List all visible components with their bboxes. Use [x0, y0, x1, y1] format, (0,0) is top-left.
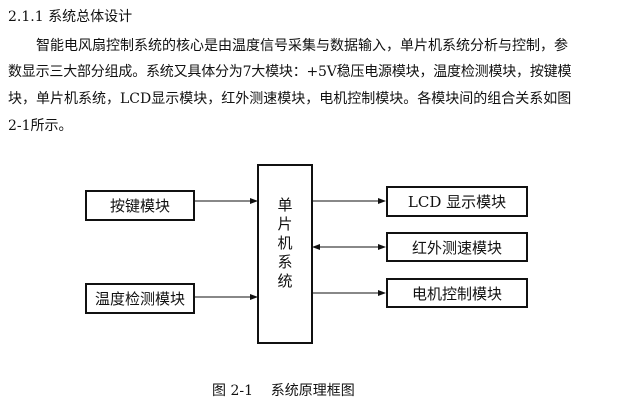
paragraph-line: 数显示三大部分组成。系统又具体分为7大模块：+5V稳压电源模块，温度检测模块，按…	[8, 64, 572, 80]
temperature-module-label: 温度检测模块	[94, 290, 185, 308]
paragraph-line: 2-1所示。	[8, 118, 73, 134]
paragraph-line: 智能电风扇控制系统的核心是由温度信号采集与数据输入，单片机系统分析与控制，参	[36, 38, 568, 54]
lcd-module-label: LCD 显示模块	[407, 193, 507, 211]
lcd-module-box: LCD 显示模块	[386, 186, 528, 217]
mcu-label: 单片机系统	[275, 196, 294, 292]
mcu-box: 单片机系统	[257, 164, 313, 344]
temperature-module-box: 温度检测模块	[85, 283, 195, 314]
paragraph-line: 块，单片机系统，LCD显示模块，红外测速模块，电机控制模块。各模块间的组合关系如…	[8, 91, 572, 107]
key-module-box: 按键模块	[85, 190, 195, 221]
key-module-label: 按键模块	[109, 197, 170, 215]
section-heading: 2.1.1 系统总体设计	[8, 9, 133, 25]
motor-module-label: 电机控制模块	[411, 284, 502, 303]
figure-caption: 图 2-1 系统原理框图	[212, 383, 355, 399]
ir-module-box: 红外测速模块	[386, 232, 528, 262]
ir-module-label: 红外测速模块	[411, 238, 502, 257]
motor-module-box: 电机控制模块	[386, 278, 528, 308]
